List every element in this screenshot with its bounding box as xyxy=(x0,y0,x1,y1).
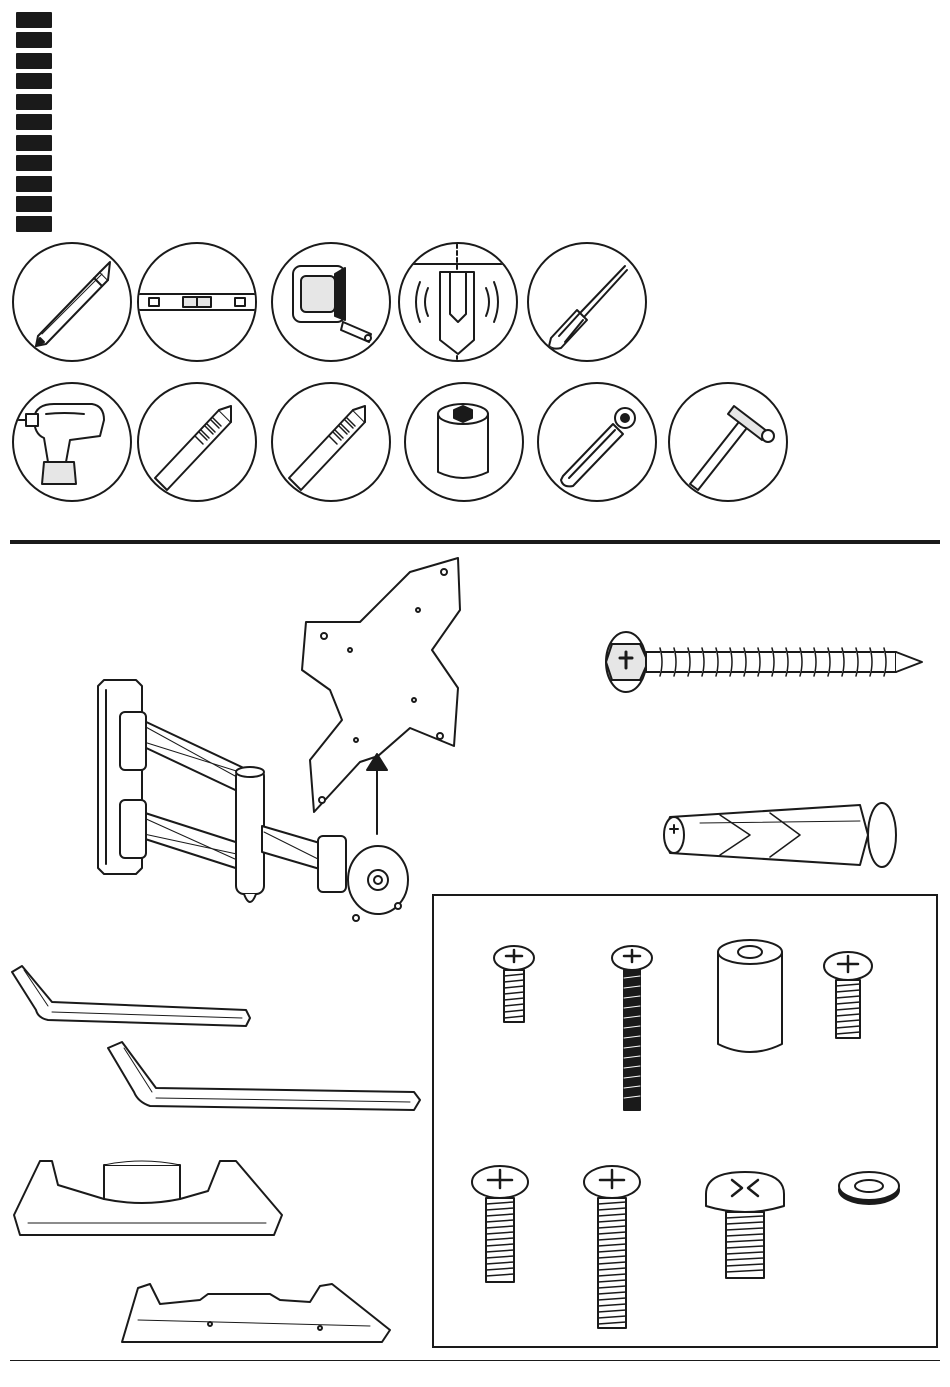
section-divider xyxy=(10,540,940,544)
ratchet-wrench-icon xyxy=(537,382,657,502)
screw-m6-medium-illustration xyxy=(468,1162,532,1288)
wall-anchor-illustration xyxy=(660,795,910,875)
language-tab[interactable] xyxy=(16,32,52,48)
drill-icon xyxy=(12,382,132,502)
drill-bit-icon xyxy=(271,382,391,502)
screwdriver-icon xyxy=(527,242,647,362)
tape-measure-icon xyxy=(271,242,391,362)
language-tab[interactable] xyxy=(16,216,52,232)
language-tab[interactable] xyxy=(16,135,52,151)
language-tab[interactable] xyxy=(16,155,52,171)
lag-bolt-illustration xyxy=(600,622,930,702)
language-tab[interactable] xyxy=(16,53,52,69)
language-tab[interactable] xyxy=(16,12,52,28)
spacer-illustration xyxy=(712,936,788,1060)
drill-bit-icon xyxy=(137,382,257,502)
screw-m4-long-illustration xyxy=(608,944,656,1116)
wall-mount-arm-illustration xyxy=(80,550,480,940)
hex-key-small-illustration xyxy=(10,962,260,1032)
screw-m6-short-illustration xyxy=(820,948,876,1042)
vesa-plate-illustration xyxy=(302,558,460,812)
language-tab[interactable] xyxy=(16,176,52,192)
cable-clip-illustration xyxy=(120,1280,400,1350)
screw-m4-short-illustration xyxy=(490,944,538,1026)
pencil-icon xyxy=(12,242,132,362)
screw-m6-long-illustration xyxy=(580,1162,644,1334)
screw-m8-illustration xyxy=(702,1166,788,1282)
cable-clip-illustration xyxy=(12,1155,292,1245)
language-tab[interactable] xyxy=(16,114,52,130)
stud-finder-icon xyxy=(398,242,518,362)
page-bottom-rule xyxy=(10,1360,940,1361)
washer-illustration xyxy=(836,1168,902,1208)
hex-key-large-illustration xyxy=(104,1040,424,1116)
hammer-icon xyxy=(668,382,788,502)
language-tab[interactable] xyxy=(16,73,52,89)
language-tab[interactable] xyxy=(16,196,52,212)
language-tab[interactable] xyxy=(16,94,52,110)
socket-icon xyxy=(404,382,524,502)
level-icon xyxy=(137,242,257,362)
hardware-kit-box xyxy=(432,894,938,1348)
